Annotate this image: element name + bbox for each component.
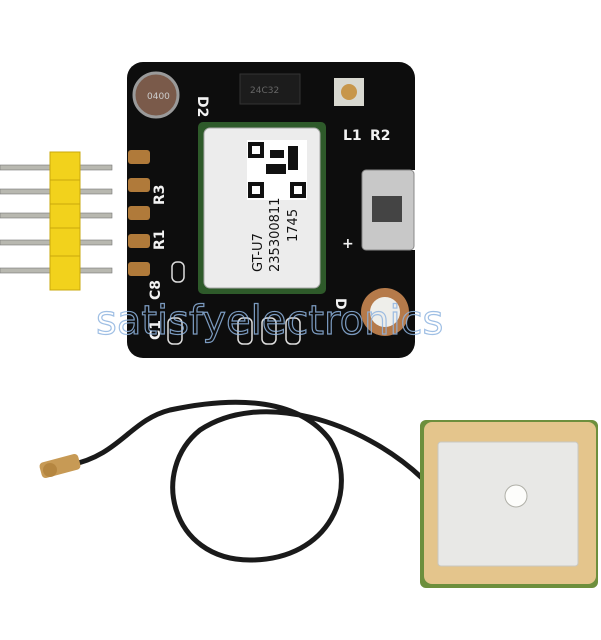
watermark-text: satisfyelectronics xyxy=(96,298,443,344)
silk-d2: D2 xyxy=(194,96,210,117)
battery-marking: 0400 xyxy=(147,92,170,102)
silk-r3: R3 xyxy=(152,184,168,205)
silk-r2: R2 xyxy=(370,128,391,144)
silk-c1: C1 xyxy=(148,320,164,340)
ufl-plug xyxy=(39,453,81,479)
antenna-cable xyxy=(69,399,424,563)
silk-plus: + xyxy=(342,236,354,252)
pin-header xyxy=(0,151,113,291)
backup-battery xyxy=(132,71,180,119)
eeprom-marking: 24C32 xyxy=(250,86,279,96)
silk-r1: R1 xyxy=(152,229,168,250)
module-date-text: 1745 xyxy=(286,209,301,242)
module-model-text: GT-U7 xyxy=(251,233,266,272)
eeprom-chip xyxy=(239,73,301,105)
pcb-board: 0400 24C32 GT-U7 235300811 1745 R2 L1 R3… xyxy=(127,62,422,358)
silk-l1: L1 xyxy=(343,128,362,144)
patch-antenna xyxy=(420,420,598,588)
module-serial-text: 235300811 xyxy=(268,198,283,272)
silk-c8: C8 xyxy=(148,280,164,300)
header-plastic xyxy=(49,151,81,291)
silk-d: D xyxy=(332,298,348,310)
